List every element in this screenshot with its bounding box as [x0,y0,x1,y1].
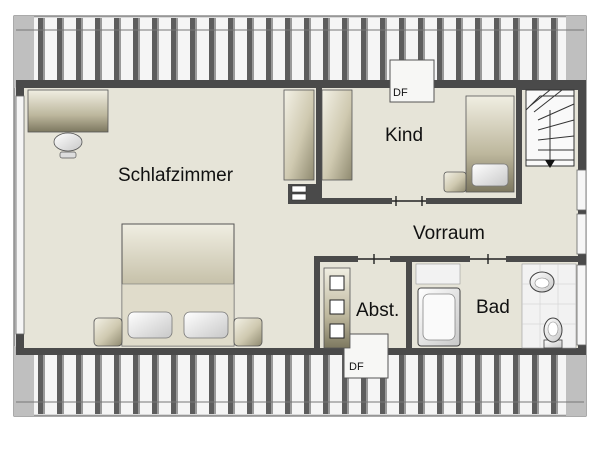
room-label-kind: Kind [385,125,424,146]
dormer-label-bottom: DF [349,361,364,373]
dormer-bottom [343,333,389,379]
washbasin [529,271,555,293]
dormer-label-top: DF [393,87,408,99]
room-label-schlafzimmer: Schlafzimmer [118,165,234,186]
storage-shelves [323,267,351,349]
kids-bed [443,95,515,193]
wardrobe [283,89,353,201]
interior-walls [288,86,578,352]
room-label-abst: Abst. [356,300,400,321]
door-markers [358,196,506,264]
desk [27,89,109,159]
right-window-3 [576,264,587,346]
right-window-1 [576,169,587,211]
shower-tray [417,287,461,347]
left-window [15,95,25,335]
room-label-bad: Bad [476,297,510,318]
right-window-2 [576,213,587,255]
dormer-top [389,59,435,103]
double-bed [93,223,263,347]
staircase [525,89,575,168]
room-label-vorraum: Vorraum [413,223,485,244]
toilet [543,317,563,349]
